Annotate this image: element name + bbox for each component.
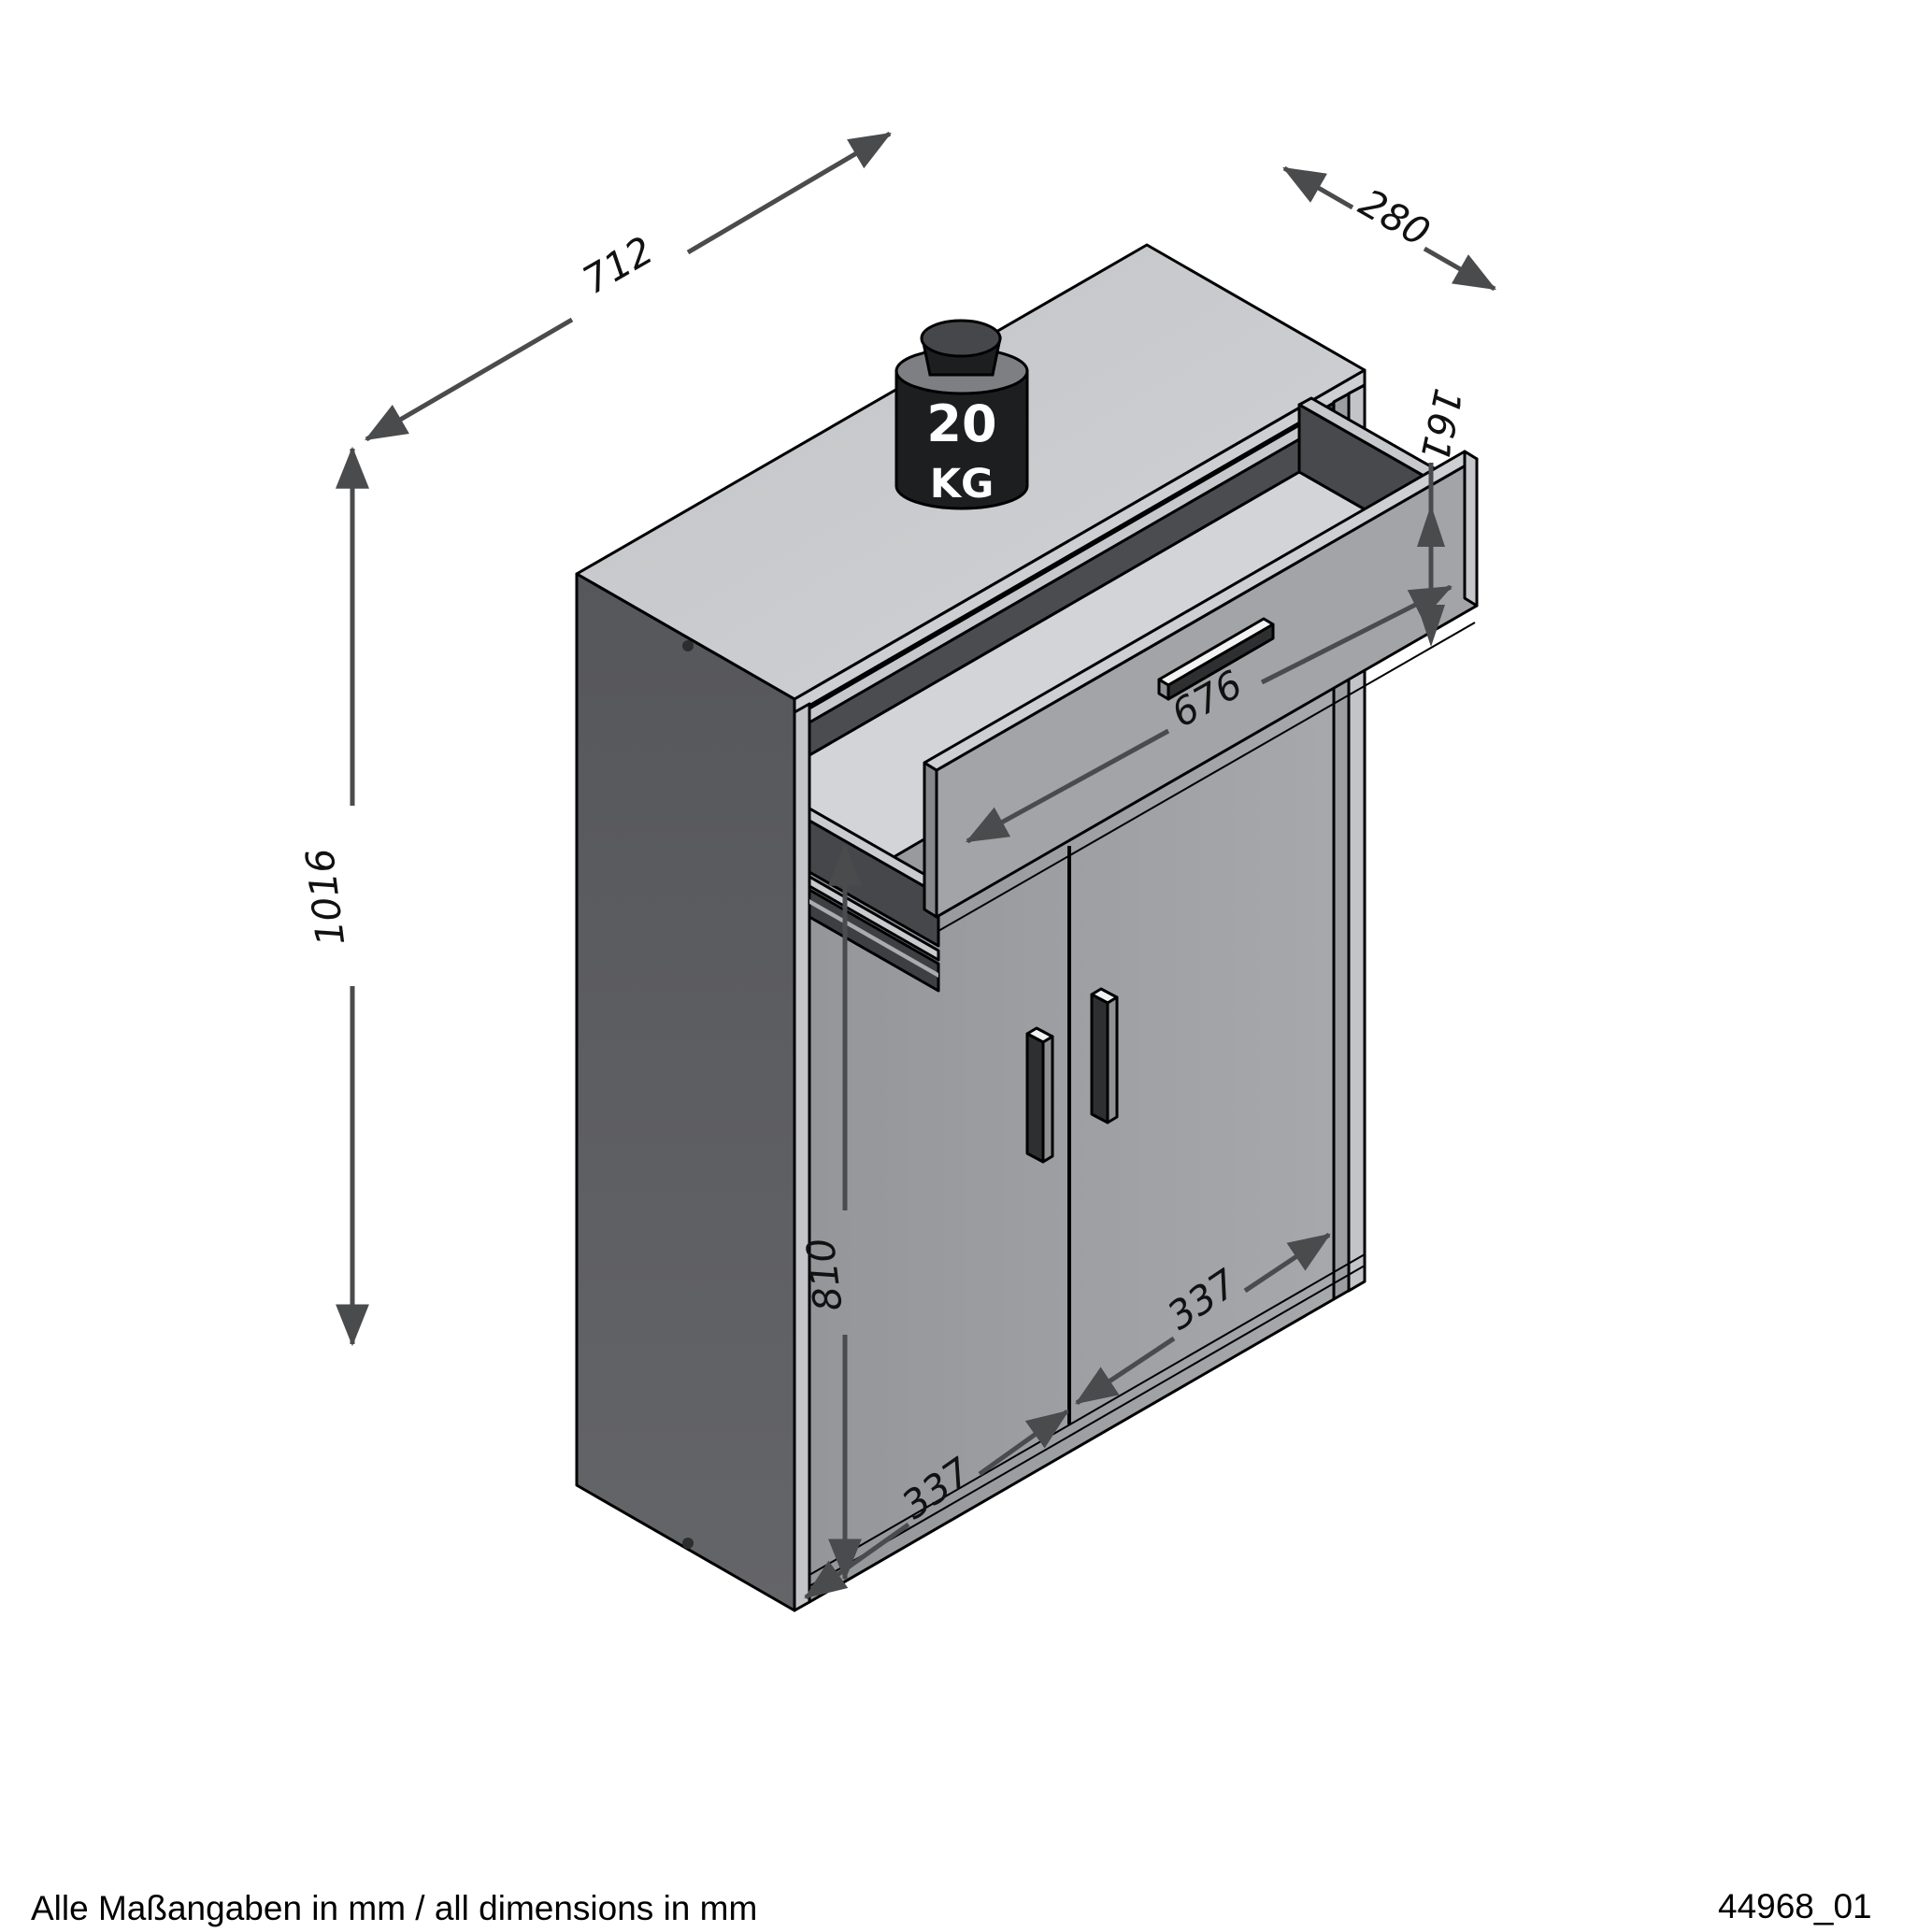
dim-arrow-left-door-left bbox=[804, 1522, 910, 1600]
weight-body bbox=[894, 369, 1029, 510]
dim-arrow-drawer-width-left bbox=[966, 728, 1170, 844]
dim-arrow-depth-left bbox=[1282, 165, 1354, 210]
drawer-front-right-end bbox=[1463, 450, 1479, 608]
weight-knob-top bbox=[920, 319, 1002, 358]
drawer bbox=[808, 396, 1479, 993]
drawer-handle bbox=[1157, 617, 1275, 701]
dim-height-1016: 1016 bbox=[297, 446, 369, 1347]
dim-label-width: 712 bbox=[575, 228, 661, 304]
drawing-number: 44968_01 bbox=[1718, 1887, 1872, 1925]
dim-door-height-810: 810 bbox=[798, 843, 862, 1581]
dim-arrow-left-door-right bbox=[978, 1409, 1069, 1477]
dim-label-door-height: 810 bbox=[798, 1236, 852, 1314]
drawer-bottom-board-line bbox=[937, 622, 1476, 932]
dim-width-712: 712 bbox=[365, 131, 892, 442]
cabinet-side-panel bbox=[575, 572, 796, 1612]
weight-value-label: 20 bbox=[926, 394, 996, 453]
door-handle-left bbox=[1025, 1026, 1054, 1164]
side-screw-top bbox=[682, 640, 694, 651]
drawer-front-left-end bbox=[923, 761, 938, 919]
dim-arrow-width-left bbox=[365, 317, 574, 442]
dim-arrow-depth-right bbox=[1423, 246, 1496, 292]
weight-20kg-icon: 20 KG bbox=[894, 319, 1029, 510]
plinth-line-inner bbox=[809, 1253, 1366, 1576]
side-screw-bottom bbox=[682, 1538, 694, 1549]
dim-arrow-drawer-width-right bbox=[1260, 584, 1453, 685]
footer-note: Alle Maßangaben in mm / all dimensions i… bbox=[31, 1889, 757, 1927]
dim-label-depth: 280 bbox=[1352, 180, 1438, 256]
drawer-slide-rail-detail bbox=[809, 899, 938, 978]
side-front-edge-band bbox=[793, 702, 811, 1612]
drawer-slide-rail-light bbox=[808, 875, 940, 962]
plinth-line-outer bbox=[809, 1265, 1366, 1587]
dim-arrow-width-right bbox=[686, 131, 892, 255]
dim-arrow-right-door-right bbox=[1243, 1232, 1331, 1294]
dim-arrow-right-door-left bbox=[1075, 1336, 1176, 1406]
dim-depth-280: 280 bbox=[1282, 165, 1496, 292]
weight-unit-label: KG bbox=[930, 461, 995, 508]
dim-arrow-drawer-height-up bbox=[1417, 505, 1445, 547]
dim-label-height: 1016 bbox=[297, 846, 353, 948]
door-handle-right bbox=[1090, 987, 1119, 1124]
dim-arrow-drawer-height-down bbox=[1417, 605, 1445, 647]
